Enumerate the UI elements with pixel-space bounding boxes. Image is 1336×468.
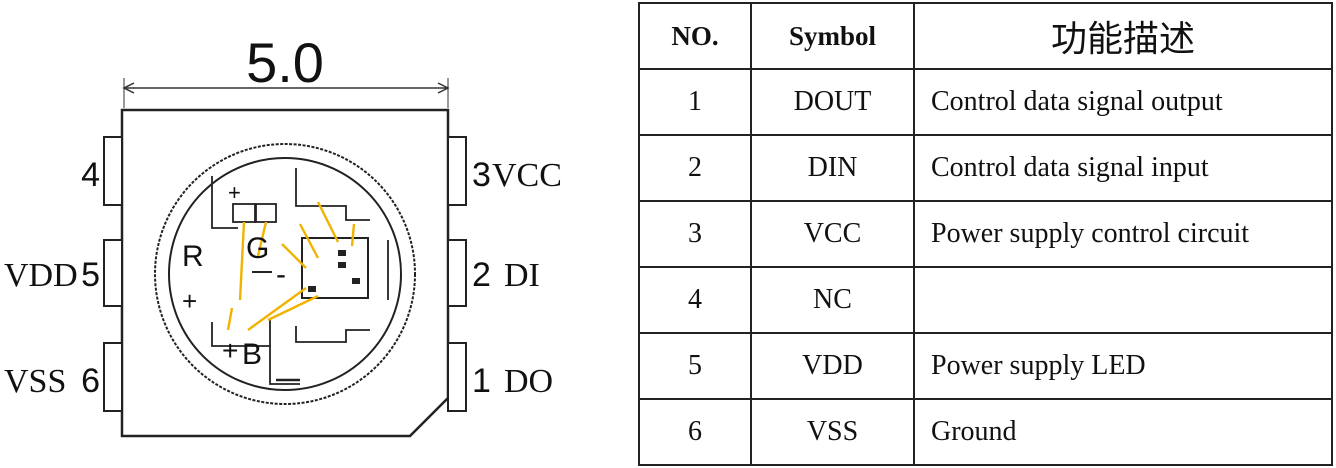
row-description: Ground [913,398,1333,466]
pin-5-name: VDD [4,257,78,294]
row-no: 2 [638,134,752,202]
green-die [255,203,277,223]
pin-3-number: 3 [472,156,491,194]
header-description: 功能描述 [913,2,1333,70]
pin-pad-1 [447,342,467,412]
plus-sign-left: + [182,286,197,316]
table-row: 4 NC [638,266,1333,334]
plus-sign-bottom: + [222,335,238,366]
bond-wires [226,201,356,331]
row-symbol: VDD [750,332,915,400]
table-row: 3 VCC Power supply control circuit [638,200,1333,268]
table-row: 1 DOUT Control data signal output [638,68,1333,136]
row-description: Power supply control circuit [913,200,1333,268]
red-label: R [182,240,204,273]
row-no: 3 [638,200,752,268]
row-no: 6 [638,398,752,466]
pin-6-number: 6 [81,362,100,400]
pin-2-name: DI [504,257,540,294]
dimension-label: 5.0 [246,31,324,94]
row-description: Power supply LED [913,332,1333,400]
pin-5-number: 5 [81,256,100,294]
plus-sign-top: + [228,180,241,205]
lens-outer-ring [154,143,416,405]
blue-label: B [242,338,262,371]
red-die [232,203,256,223]
pin-description-table: NO. Symbol 功能描述 1 DOUT Control data sign… [638,2,1333,466]
row-description: Control data signal output [913,68,1333,136]
led-package-diagram: 5.0 4 VDD 5 VSS 6 3 VCC 2 DI 1 DO [4,31,562,438]
row-symbol: DIN [750,134,915,202]
lens-inner-ring [168,157,402,391]
header-no: NO. [638,2,752,70]
pin-pad-2 [447,239,467,307]
pin-pad-4 [103,136,123,206]
row-symbol: VSS [750,398,915,466]
pin-pad-6 [103,342,123,412]
pin-1-name: DO [504,363,553,400]
row-symbol: DOUT [750,68,915,136]
table-row: 6 VSS Ground [638,398,1333,466]
pin-pad-3 [447,136,467,206]
pin-6-name: VSS [4,363,66,400]
row-symbol: NC [750,266,915,334]
row-no: 4 [638,266,752,334]
row-description [913,266,1333,334]
table-header-row: NO. Symbol 功能描述 [638,2,1333,70]
pin-pad-5 [103,239,123,307]
minus-sign: - [276,258,286,291]
pin-3-name: VCC [492,157,562,194]
lead-frame [211,168,389,385]
pin-2-number: 2 [472,256,491,294]
green-label: G [246,232,269,265]
pin-4-number: 4 [81,156,100,194]
row-description: Control data signal input [913,134,1333,202]
pin-1-number: 1 [472,362,491,400]
table-row: 5 VDD Power supply LED [638,332,1333,400]
row-no: 1 [638,68,752,136]
table-row: 2 DIN Control data signal input [638,134,1333,202]
header-symbol: Symbol [750,2,915,70]
row-symbol: VCC [750,200,915,268]
row-no: 5 [638,332,752,400]
